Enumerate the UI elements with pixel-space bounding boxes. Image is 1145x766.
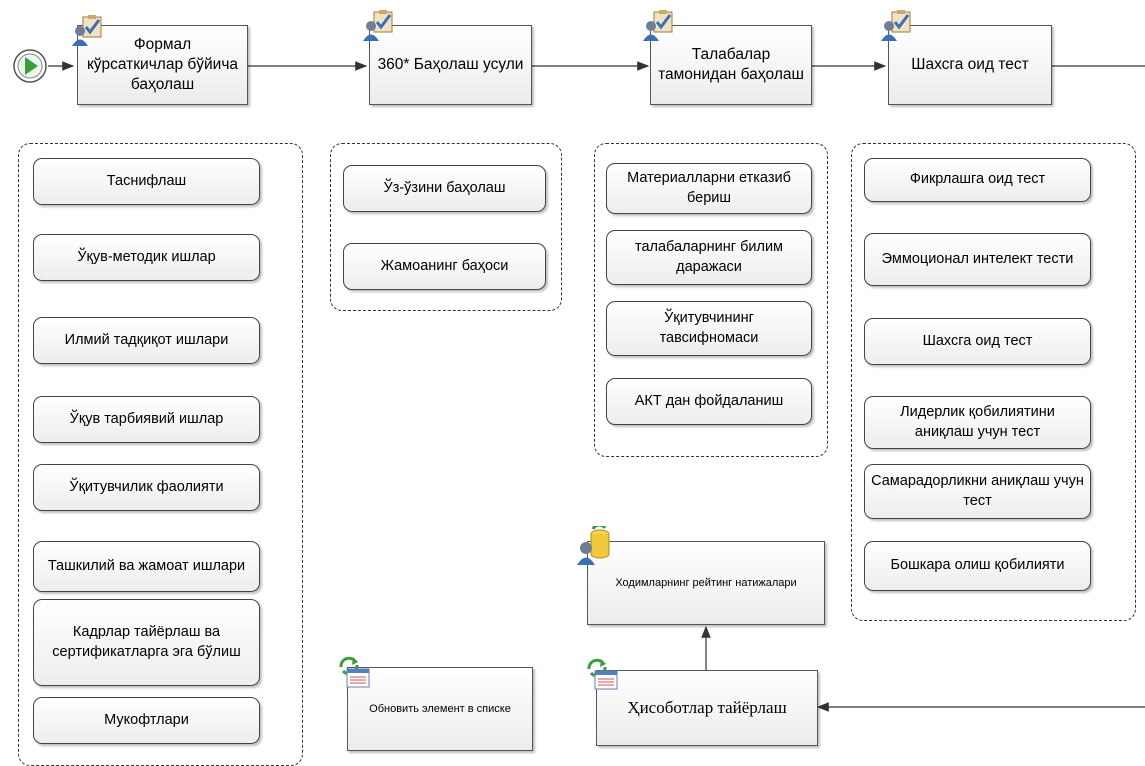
database-user-icon [577, 526, 610, 565]
item-label: Фикрлашга оид тест [909, 171, 1046, 188]
user-task-icon [72, 15, 102, 46]
item-management-ability[interactable]: Бошкара олиш қобилияти [864, 541, 1091, 591]
item-label: Шахсга оид тест [922, 332, 1033, 349]
stage-label: 360* Баҳолаш усули [377, 55, 524, 73]
stage-label: Талабалар тамонидан баҳолаш [658, 45, 804, 83]
item-research-work[interactable]: Илмий тадқиқот ишлари [33, 317, 260, 364]
item-staff-training[interactable]: Кадрлар тайёрлаш ва сертификатларга эга … [33, 599, 260, 686]
item-label: Самарадорликни аниқлаш учун тест [871, 472, 1084, 509]
item-personality-test[interactable]: Шахсга оид тест [864, 318, 1091, 365]
item-label: Бошкара олиш қобилияти [890, 557, 1065, 574]
item-methodical-work[interactable]: Ўқув-методик ишлар [33, 234, 260, 281]
item-label: Мукофтлари [104, 711, 189, 728]
item-thinking-test[interactable]: Фикрлашга оид тест [864, 158, 1091, 202]
item-label: Ўқув-методик ишлар [77, 248, 216, 265]
item-student-knowledge[interactable]: талабаларнинг билим даражаси [606, 230, 812, 285]
task-label: Ходимларнинг рейтинг натижалари [615, 576, 797, 589]
item-teaching-activity[interactable]: Ўқитувчилик фаолияти [33, 464, 260, 511]
item-label: Ташкилий ва жамоат ишлари [47, 557, 246, 574]
item-label: Материалларни етказиб бериш [627, 169, 791, 206]
task-label: Ҳисоботлар тайёрлаш [627, 697, 787, 717]
item-label: Эммоционал интелект тести [881, 250, 1074, 267]
item-label: Жамоанинг баҳоси [380, 257, 509, 274]
prepare-reports-task[interactable]: Ҳисоботлар тайёрлаш [596, 670, 818, 746]
item-classification[interactable]: Таснифлаш [33, 158, 260, 205]
stage-360-assessment[interactable]: 360* Баҳолаш усули [369, 25, 532, 105]
item-self-assessment[interactable]: Ўз-ўзини баҳолаш [343, 165, 546, 212]
item-teacher-reference[interactable]: Ўқитувчининг тавсифномаси [606, 301, 812, 356]
user-task-icon [643, 10, 673, 41]
item-label: Таснифлаш [106, 172, 187, 189]
item-emotional-test[interactable]: Эммоционал интелект тести [864, 233, 1091, 286]
item-label: талабаларнинг билим даражаси [634, 238, 784, 275]
stage-label: Шахсга оид тест [911, 55, 1029, 73]
item-label: Ўқитувчининг тавсифномаси [659, 309, 759, 346]
item-label: Ўз-ўзини баҳолаш [383, 179, 506, 196]
stage-formal-indicators[interactable]: Формал кўрсаткичлар бўйича баҳолаш [77, 25, 248, 105]
user-task-icon [881, 10, 911, 41]
task-label: Обновить элемент в списке [369, 702, 511, 715]
rating-results-task[interactable]: Ходимларнинг рейтинг натижалари [587, 541, 825, 625]
item-label: Лидерлик қобилиятини аниқлаш учун тест [900, 403, 1055, 440]
item-materials-delivery[interactable]: Материалларни етказиб бериш [606, 163, 812, 214]
item-label: Ўқув тарбиявий ишлар [69, 410, 224, 427]
item-team-assessment[interactable]: Жамоанинг баҳоси [343, 243, 546, 290]
item-label: Ўқитувчилик фаолияти [69, 478, 224, 495]
item-label: Илмий тадқиқот ишлари [64, 331, 229, 348]
item-ict-usage[interactable]: АКТ дан фойдаланиш [606, 378, 812, 425]
stage-personal-test[interactable]: Шахсга оид тест [888, 25, 1052, 105]
stage-label: Формал кўрсаткичлар бўйича баҳолаш [86, 35, 239, 94]
item-educational-work[interactable]: Ўқув тарбиявий ишлар [33, 396, 260, 443]
start-event-icon [13, 49, 47, 83]
user-task-icon [363, 10, 393, 41]
item-label: Кадрлар тайёрлаш ва сертификатларга эга … [52, 623, 241, 660]
item-label: АКТ дан фойдаланиш [634, 392, 784, 409]
list-update-icon [587, 658, 618, 690]
group-360-assessment [330, 143, 562, 311]
group-personal-tests [851, 143, 1136, 621]
item-efficiency-test[interactable]: Самарадорликни аниқлаш учун тест [864, 464, 1091, 519]
item-leadership-test[interactable]: Лидерлик қобилиятини аниқлаш учун тест [864, 396, 1091, 449]
stage-student-assessment[interactable]: Талабалар тамонидан баҳолаш [650, 25, 812, 105]
item-awards[interactable]: Мукофтлари [33, 697, 260, 744]
item-organizational-work[interactable]: Ташкилий ва жамоат ишлари [33, 541, 260, 592]
update-list-item-task[interactable]: Обновить элемент в списке [347, 667, 533, 751]
list-update-icon [339, 656, 370, 688]
group-student-assessment [594, 143, 828, 457]
